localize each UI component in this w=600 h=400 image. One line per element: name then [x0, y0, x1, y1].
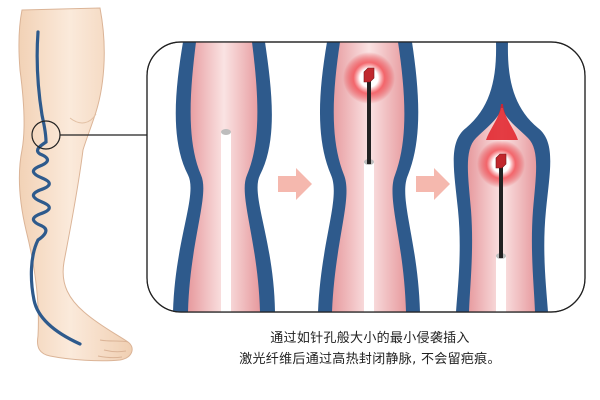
laser-fiber	[367, 80, 371, 164]
catheter	[221, 132, 231, 312]
catheter	[364, 162, 374, 312]
caption-line-1: 通过如针孔般大小的最小侵袭插入	[270, 331, 470, 346]
leg-shape	[18, 7, 133, 362]
toes	[97, 339, 129, 359]
leg-vein	[29, 30, 82, 346]
laser-tip	[363, 67, 375, 83]
catheter-opening	[221, 129, 231, 135]
sealed-vein-heat	[486, 104, 518, 140]
caption-line-2: 激光纤维后通过高热封闭静脉, 不会留疤痕。	[239, 352, 501, 367]
knee-contour	[69, 113, 97, 124]
vein-panel-sealed	[453, 42, 551, 312]
laser-tip	[495, 153, 507, 169]
vein-panel-before	[173, 42, 275, 312]
vein-panel-laser-inserted	[318, 42, 420, 312]
catheter	[496, 256, 506, 312]
right-arrow-icon	[278, 168, 312, 200]
leg-illustration	[18, 7, 147, 362]
laser-fiber	[499, 166, 503, 258]
right-arrow-icon	[416, 168, 450, 200]
